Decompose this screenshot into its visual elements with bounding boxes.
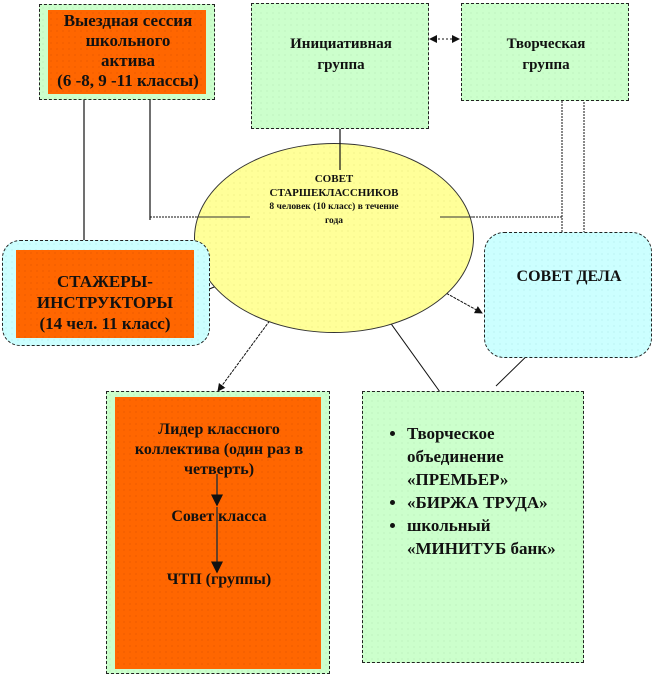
trainees-line1: СТАЖЕРЫ- bbox=[57, 272, 153, 291]
session-line3: актива bbox=[100, 51, 156, 70]
associations-box: Творческое объединение «ПРЕМЬЕР» «БИРЖА … bbox=[362, 391, 584, 663]
class-leader-inner bbox=[115, 397, 321, 669]
initiative-line1: Инициативная bbox=[290, 36, 392, 52]
session-text: Выездная сессия школьного актива (6 -8, … bbox=[40, 11, 216, 91]
council-line2: СТАРШЕКЛАССНИКОВ bbox=[269, 187, 399, 199]
council-ellipse bbox=[194, 143, 474, 333]
council-text: СОВЕТ СТАРШЕКЛАССНИКОВ 8 человек (10 кла… bbox=[224, 172, 444, 228]
creative-line1: Творческая bbox=[506, 36, 586, 52]
trainees-line2: ИНСТРУКТОРЫ bbox=[36, 293, 174, 312]
association-item: школьный «МИНИТУБ банк» bbox=[407, 514, 587, 560]
council-line4: года bbox=[324, 216, 344, 226]
class-leader-line3: четверть) bbox=[183, 461, 255, 478]
creative-group-label: Творческая группа bbox=[462, 34, 630, 76]
class-leader-box: Лидер классного коллектива (один раз в ч… bbox=[106, 391, 330, 674]
groups-label: ЧТП (группы) bbox=[166, 571, 272, 588]
class-council-label: Совет класса bbox=[171, 508, 267, 525]
class-leader-arrows bbox=[211, 474, 223, 574]
class-leader-text: Лидер классного коллектива (один раз в ч… bbox=[107, 420, 331, 480]
class-leader-line2: коллектива (один раз в bbox=[134, 441, 304, 458]
association-item: «БИРЖА ТРУДА» bbox=[407, 491, 587, 514]
initiative-line2: группа bbox=[317, 57, 365, 73]
session-inner bbox=[48, 10, 206, 94]
initiative-group-box: Инициативная группа bbox=[251, 3, 429, 129]
trainees-box: СТАЖЕРЫ- ИНСТРУКТОРЫ (14 чел. 11 класс) bbox=[2, 240, 210, 346]
trainees-text: СТАЖЕРЫ- ИНСТРУКТОРЫ (14 чел. 11 класс) bbox=[16, 271, 194, 334]
initiative-group-label: Инициативная группа bbox=[252, 34, 430, 76]
session-line2: школьного bbox=[85, 31, 171, 50]
class-leader-line1: Лидер классного bbox=[158, 421, 280, 438]
case-council-label: СОВЕТ ДЕЛА bbox=[516, 268, 622, 285]
creative-group-box: Творческая группа bbox=[461, 3, 629, 101]
associations-list: Творческое объединение «ПРЕМЬЕР» «БИРЖА … bbox=[385, 422, 587, 560]
trainees-inner bbox=[16, 250, 194, 338]
session-box: Выездная сессия школьного актива (6 -8, … bbox=[39, 4, 215, 100]
association-item: Творческое объединение «ПРЕМЬЕР» bbox=[407, 422, 587, 491]
creative-line2: группа bbox=[522, 57, 570, 73]
council-line3: 8 человек (10 класс) в течение bbox=[269, 202, 399, 212]
session-line4: (6 -8, 9 -11 классы) bbox=[57, 71, 199, 90]
council-line1: СОВЕТ bbox=[314, 173, 354, 185]
session-line1: Выездная сессия bbox=[63, 11, 193, 30]
case-council-box: СОВЕТ ДЕЛА bbox=[484, 232, 652, 358]
trainees-line3: (14 чел. 11 класс) bbox=[39, 314, 171, 333]
